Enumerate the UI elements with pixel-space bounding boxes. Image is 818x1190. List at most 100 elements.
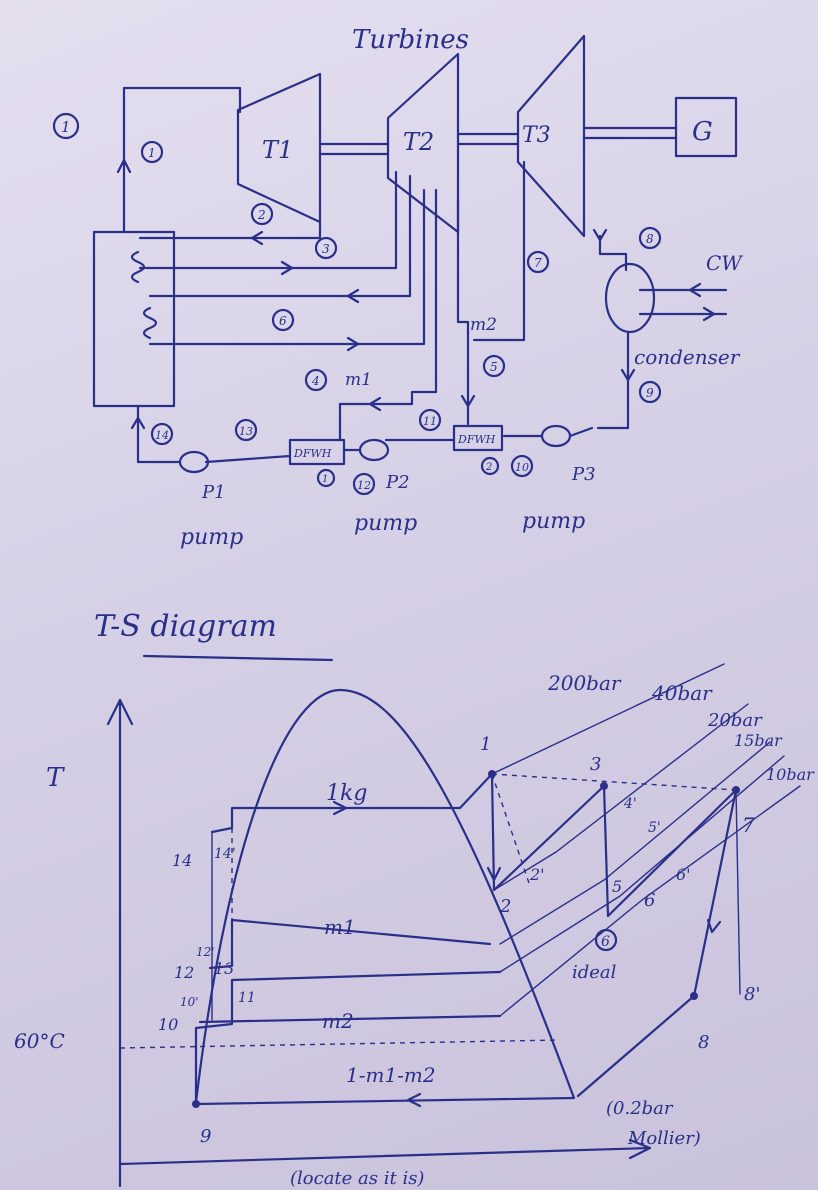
- state-1-label: 1: [148, 146, 156, 160]
- generator-label: G: [692, 117, 713, 147]
- state-7-label: 7: [534, 256, 542, 270]
- isobar-40bar: [494, 704, 748, 890]
- dfwh-1-label: DFWH: [293, 447, 332, 460]
- boiler: [94, 232, 174, 406]
- pump-3-caption: pump: [522, 509, 585, 534]
- pressure-40bar: 40bar: [651, 681, 713, 705]
- s-axis: [120, 1148, 650, 1164]
- pressure-20bar: 20bar: [707, 710, 763, 731]
- hp-exhaust-line: [140, 222, 320, 238]
- condenser-pressure-line: [196, 1098, 574, 1104]
- pt-5: 5: [612, 877, 622, 896]
- pressure-200bar: 200bar: [547, 671, 622, 695]
- bleed-m2-line: [458, 200, 468, 424]
- ip-exhaust-line: [150, 176, 410, 296]
- hp-actual-expansion: [492, 774, 530, 886]
- reheat-1: [494, 786, 604, 890]
- state-11-label: 11: [423, 415, 437, 428]
- condenser-shell: [606, 264, 654, 332]
- pump-p3: [542, 426, 570, 446]
- state-2-label: 2: [257, 208, 266, 222]
- pt-6-prime: 6': [676, 865, 691, 884]
- main-steam-line: [124, 88, 240, 232]
- t3-label: T3: [522, 123, 551, 148]
- t-axis-label: T: [46, 763, 65, 793]
- pt-2-prime: 2': [529, 865, 545, 884]
- circled-one-label: 1: [61, 118, 71, 136]
- p3-label: P3: [571, 464, 596, 485]
- reheater-coil-2: [144, 308, 156, 338]
- lp-ideal-drop: [736, 790, 740, 994]
- hp-expansion: [492, 774, 494, 890]
- pt-7: 7: [742, 813, 755, 837]
- pump-1-caption: pump: [180, 525, 243, 550]
- t2-label: T2: [403, 128, 434, 156]
- pt-1: 1: [480, 734, 491, 755]
- condenser-label: condenser: [634, 345, 741, 369]
- reheat-1-line: [140, 172, 396, 268]
- p3-suction: [570, 428, 592, 436]
- state-14-label: 14: [155, 429, 169, 442]
- pump-p2: [360, 440, 388, 460]
- mass-1kg: 1kg: [326, 781, 367, 806]
- pt-6: 6: [644, 890, 655, 911]
- pt-5-prime: 5': [648, 820, 661, 836]
- state-4-label: 4: [311, 374, 320, 388]
- dfwh-1-id: 1: [322, 474, 328, 485]
- state-13-label: 13: [239, 425, 253, 438]
- mass-remaining: 1-m1-m2: [346, 1063, 436, 1087]
- state-3-label: 3: [322, 242, 330, 256]
- point-1-dot: [488, 770, 496, 778]
- point-8-dot: [690, 992, 698, 1000]
- p2-label: P2: [385, 472, 410, 493]
- pt-12: 12: [174, 963, 194, 982]
- m2-label: m2: [470, 315, 497, 335]
- pt-12-prime: 12': [196, 945, 215, 959]
- pt-9: 9: [200, 1126, 211, 1147]
- ts-diagram: T-S diagram T 60°C: [14, 609, 815, 1189]
- state-6-label: 6: [279, 314, 287, 328]
- sixty-c-line: [120, 1040, 560, 1048]
- pressure-10bar: 10bar: [766, 765, 815, 784]
- mass-m1: m1: [324, 915, 356, 939]
- pump-2-caption: pump: [354, 511, 417, 536]
- pt-11: 11: [238, 990, 256, 1006]
- ip-expansion: [604, 786, 608, 916]
- isobar-15bar: [500, 756, 784, 972]
- ideal-mark-label: 6: [601, 934, 610, 950]
- state-8-label: 8: [646, 232, 654, 246]
- isobar-20bar: [500, 742, 770, 944]
- cw-label: CW: [706, 251, 743, 275]
- pt-14-prime: 14': [214, 846, 236, 862]
- point-9-dot: [192, 1100, 200, 1108]
- ip-lp-crossover: [474, 162, 524, 340]
- dfwh-2-id: 2: [485, 462, 492, 473]
- ts-diagram-title: T-S diagram: [94, 609, 277, 644]
- condensate-line: [598, 332, 628, 428]
- t1-label: T1: [262, 136, 293, 164]
- pt-14: 14: [172, 851, 192, 870]
- footnote: (locate as it is): [290, 1168, 424, 1189]
- p1-suction: [206, 456, 290, 462]
- condenser-pressure-note: (0.2bar: [606, 1098, 674, 1119]
- pt-10-prime: 10': [180, 995, 199, 1009]
- m1-label: m1: [345, 370, 372, 390]
- point-7-dot: [732, 786, 740, 794]
- dfwh-2-label: DFWH: [457, 433, 496, 446]
- pt-8-prime: 8': [744, 984, 760, 1005]
- title-underline: [144, 656, 332, 660]
- pt-13: 13: [214, 959, 234, 978]
- pressure-15bar: 15bar: [734, 731, 783, 750]
- sixty-c-label: 60°C: [14, 1029, 65, 1053]
- saturation-dome: [196, 690, 574, 1102]
- pt-8: 8: [698, 1032, 709, 1053]
- top-guide: [492, 774, 736, 790]
- point-3-dot: [600, 782, 608, 790]
- turbines-heading: Turbines: [352, 25, 469, 55]
- ideal-word: ideal: [572, 962, 617, 983]
- pt-4-prime: 4': [623, 796, 637, 812]
- p1-label: P1: [201, 482, 226, 503]
- pump-p1: [180, 452, 208, 472]
